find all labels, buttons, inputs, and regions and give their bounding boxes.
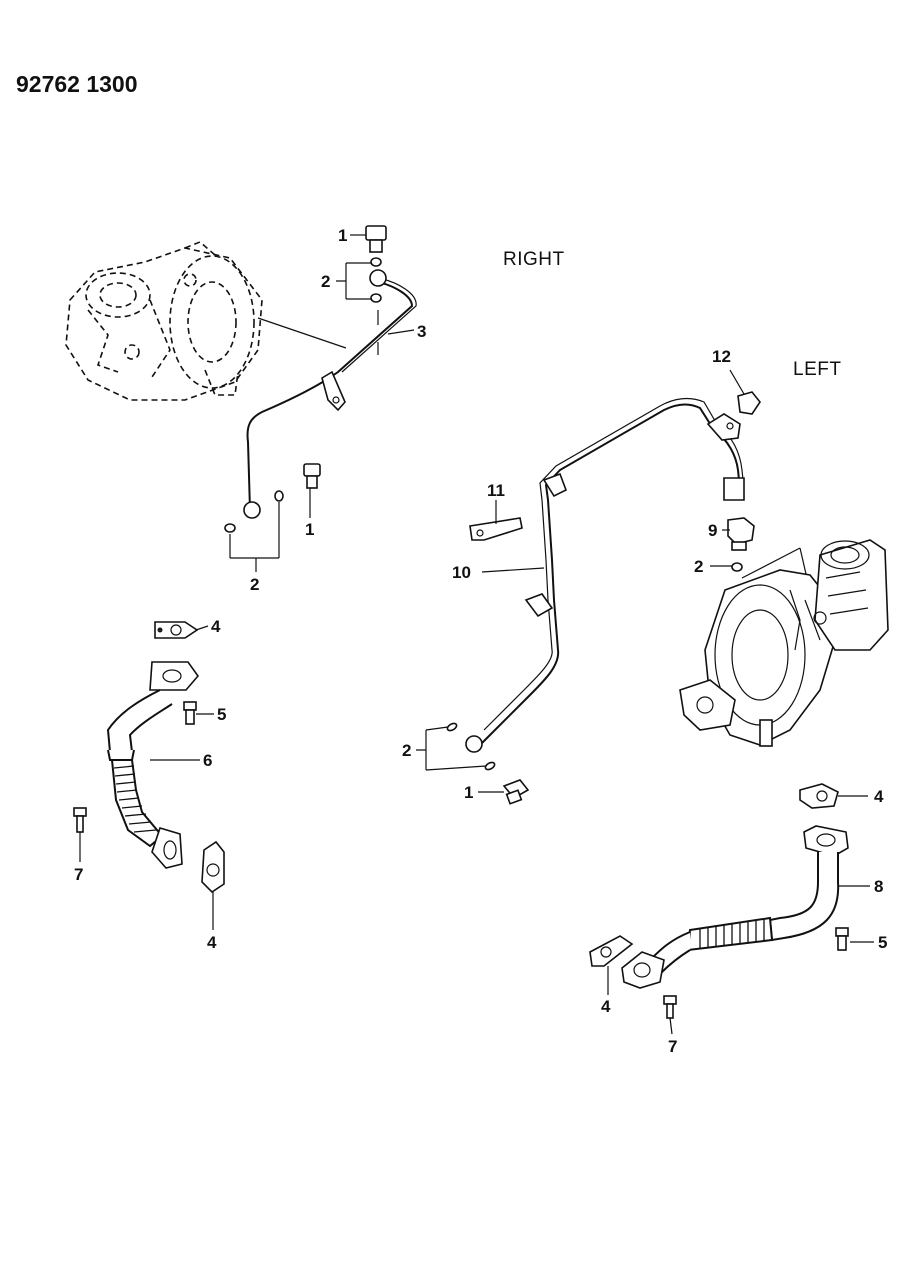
- fitting-9: [727, 517, 755, 551]
- callout-4-right: 4: [874, 787, 884, 806]
- right-turbocharger: [65, 241, 263, 401]
- washer-2-mid-b: [484, 761, 496, 771]
- washer-2-lower-a: [224, 523, 236, 533]
- washer-2-mid-a: [446, 722, 458, 732]
- bolt-5-left: [183, 701, 197, 725]
- bolt-12: [737, 391, 761, 415]
- gasket-4-lower-right: [589, 935, 634, 967]
- document-number: 92762 1300: [16, 71, 138, 97]
- callout-6: 6: [203, 751, 212, 770]
- gasket-4-upper: [154, 621, 199, 639]
- bracket-11: [469, 517, 523, 541]
- bolt-7-left: [73, 807, 87, 833]
- bolt-1-mid: [303, 463, 321, 489]
- left-turbocharger: [679, 539, 889, 747]
- callout-1-lower: 1: [464, 783, 473, 802]
- bolt-1-top: [365, 225, 387, 253]
- washer-2-top-b: [370, 293, 382, 303]
- bolt-5-right: [835, 927, 849, 951]
- callout-9: 9: [708, 521, 717, 540]
- callout-7-right: 7: [668, 1037, 677, 1056]
- washer-2-left: [731, 562, 743, 572]
- callout-12: 12: [712, 347, 731, 366]
- gasket-4-lower-left: [201, 840, 225, 894]
- right-side-label: RIGHT: [503, 249, 565, 270]
- callout-5-left: 5: [217, 705, 226, 724]
- callout-2-mid: 2: [402, 741, 411, 760]
- callout-2-top: 2: [321, 272, 330, 291]
- callout-2-lower: 2: [250, 575, 259, 594]
- callout-11: 11: [487, 481, 505, 500]
- bolt-7-right: [663, 995, 677, 1019]
- bolt-1-lower: [502, 779, 530, 805]
- callout-1-mid: 1: [305, 520, 314, 539]
- oil-pipe-10: [465, 397, 745, 753]
- callout-5-right: 5: [878, 933, 887, 952]
- callout-7-left: 7: [74, 865, 83, 884]
- return-pipe-6: [106, 661, 200, 869]
- washer-2-top-a: [370, 257, 382, 267]
- callout-4-lower-left: 4: [207, 933, 217, 952]
- return-pipe-8: [621, 825, 849, 989]
- washer-2-lower-b: [274, 490, 284, 502]
- callout-1-top: 1: [338, 226, 347, 245]
- leader-lines: [79, 234, 874, 1035]
- callout-3: 3: [417, 322, 426, 341]
- callout-8: 8: [874, 877, 883, 896]
- callout-10: 10: [452, 563, 471, 582]
- oil-pipe-3: [243, 269, 417, 519]
- callout-4-upper: 4: [211, 617, 221, 636]
- gasket-4-right: [799, 783, 839, 809]
- callout-4-lower-right: 4: [601, 997, 611, 1016]
- callout-2-left: 2: [694, 557, 703, 576]
- left-side-label: LEFT: [793, 359, 841, 380]
